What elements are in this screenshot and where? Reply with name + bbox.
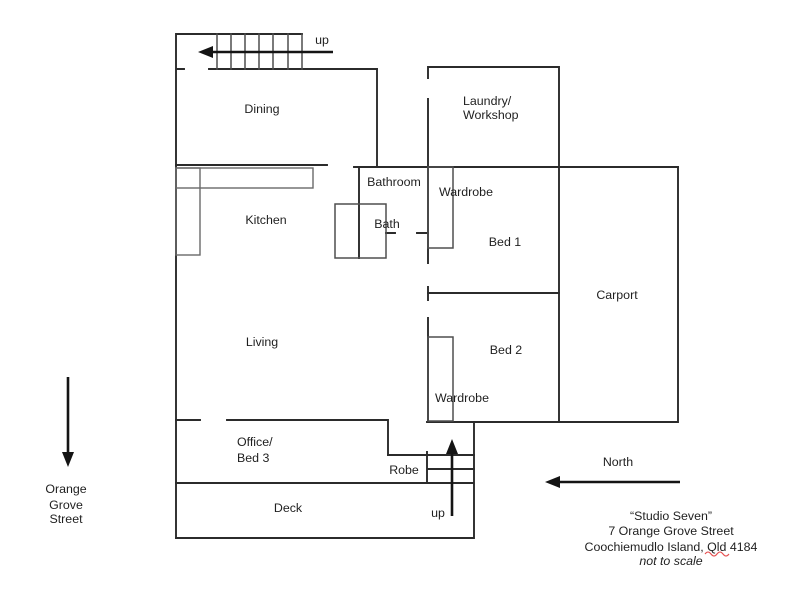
room-label-wardrobe-bed2: Wardrobe <box>435 391 489 405</box>
property-street-address: 7 Orange Grove Street <box>608 524 734 538</box>
arrows <box>62 46 680 516</box>
wardrobe-bed1-icon <box>427 166 454 249</box>
stairs-up-arrow-top-icon <box>198 46 333 58</box>
bath-tub-icon <box>334 203 387 259</box>
stairs-up-arrow-bottom-icon <box>446 439 458 516</box>
robe-and-lower-stairs-walls <box>387 451 475 484</box>
room-label-office-line2: Bed 3 <box>237 451 269 465</box>
carport-walls <box>426 166 679 423</box>
north-label: North <box>603 455 633 469</box>
room-label-deck: Deck <box>274 501 303 515</box>
outer-left-and-top-walls <box>175 33 378 539</box>
spellcheck-underline-icon <box>704 551 730 557</box>
room-label-carport: Carport <box>596 288 638 302</box>
room-label-wardrobe-bed1: Wardrobe <box>439 185 493 199</box>
laundry-workshop-walls <box>427 66 560 168</box>
street-direction-arrow-icon <box>62 377 74 467</box>
property-locality: Coochiemudlo Island, Qld 4184 <box>585 540 758 554</box>
scale-note: not to scale <box>639 554 702 568</box>
wardrobe-bed2-icon <box>427 336 454 422</box>
room-label-living: Living <box>246 335 278 349</box>
room-label-bath: Bath <box>374 217 400 231</box>
room-labels: up Dining Laundry/ Workshop Bathroom War… <box>237 33 638 520</box>
kitchen-bench-top-icon <box>175 167 314 189</box>
stairs-top-up-label: up <box>315 33 329 47</box>
fixtures <box>175 33 454 422</box>
stairs-bottom-up-label: up <box>431 506 445 520</box>
north-arrow-icon <box>545 476 680 488</box>
office-walls <box>175 419 389 456</box>
room-label-dining: Dining <box>244 102 279 116</box>
deck-walls <box>175 421 475 539</box>
room-label-bed2: Bed 2 <box>490 343 522 357</box>
room-label-bed1: Bed 1 <box>489 235 521 249</box>
address-block: “Studio Seven” 7 Orange Grove Street Coo… <box>585 509 758 568</box>
room-label-kitchen: Kitchen <box>245 213 286 227</box>
room-label-laundry-line1: Laundry/ <box>463 94 512 108</box>
room-label-robe: Robe <box>389 463 419 477</box>
property-title: “Studio Seven” <box>630 509 712 523</box>
room-label-office-line1: Office/ <box>237 435 273 449</box>
street-label-line1: Orange <box>45 482 86 496</box>
street-label-line2: Grove <box>49 498 83 512</box>
room-label-bathroom: Bathroom <box>367 175 421 189</box>
room-label-laundry-line2: Workshop <box>463 108 519 122</box>
street-label-line3: Street <box>49 512 83 526</box>
orientation-labels: North Orange Grove Street <box>45 455 633 526</box>
kitchen-bench-side-icon <box>175 167 201 256</box>
bathroom-wall-and-door-jambs <box>358 166 429 259</box>
